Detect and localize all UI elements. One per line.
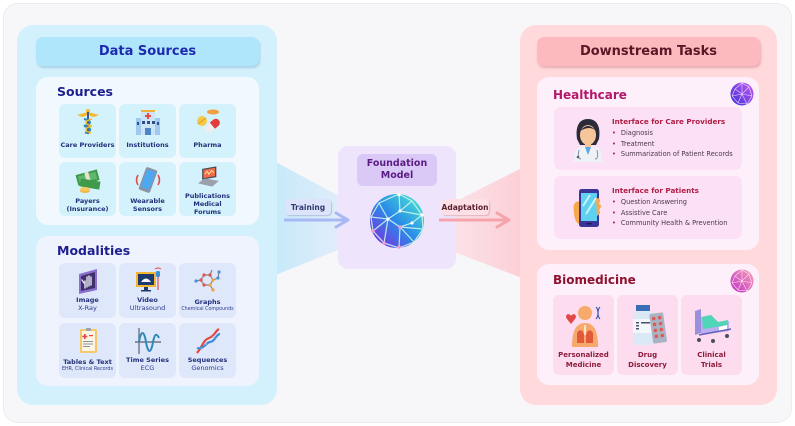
modality-sublabel: Genomics xyxy=(191,364,224,372)
network-globe-icon xyxy=(370,193,424,249)
source-sublabel: Sensors xyxy=(132,205,163,213)
source-label: Publications xyxy=(184,192,231,200)
modality-label: Graphs xyxy=(194,298,221,306)
biomedicine-label: Personalized Medicine xyxy=(558,350,609,370)
data-sources-header: Data Sources xyxy=(36,37,259,66)
source-label: Pharma xyxy=(193,141,222,149)
training-arrow xyxy=(284,211,350,229)
modality-sublabel: Chemical Compounds xyxy=(181,307,234,312)
sources-grid: Care Providers Institutions Pharma xyxy=(59,104,236,216)
source-tile-wearable: Wearable Sensors xyxy=(119,162,176,216)
source-tile-care-providers: Care Providers xyxy=(59,104,116,158)
modality-tile-tables-text: Tables & Text EHR, Clinical Records xyxy=(59,323,116,378)
modality-sublabel: X-Ray xyxy=(78,304,97,312)
modality-label: Sequences xyxy=(187,356,228,364)
sources-box: Sources Care Providers Institutions xyxy=(36,77,259,225)
drug-bottle-icon xyxy=(632,305,667,345)
xray-hand-icon xyxy=(78,269,97,294)
bullet-item: Assistive Care xyxy=(612,208,727,219)
network-globe-icon xyxy=(730,82,754,106)
smartphone-vibrating-icon xyxy=(135,167,160,193)
modality-sublabel: ECG xyxy=(140,364,155,372)
waveform-icon xyxy=(134,328,161,354)
modality-tile-video: Video Ultrasound xyxy=(119,263,176,318)
caduceus-icon xyxy=(76,109,99,134)
interface-title: Interface for Patients xyxy=(612,186,699,195)
doctor-icon xyxy=(573,119,603,162)
source-label: Institutions xyxy=(126,141,169,149)
adaptation-label: Adaptation xyxy=(441,199,489,215)
biomedicine-tile-drug-discovery: Drug Discovery xyxy=(617,295,678,375)
bullet-item: Summarization of Patient Records xyxy=(612,149,733,160)
foundation-model-line2: Model xyxy=(380,170,414,181)
money-icon xyxy=(75,169,101,193)
biomedicine-grid: Personalized Medicine Drug Discovery xyxy=(553,295,742,375)
modality-sublabel: Ultrasound xyxy=(129,304,166,312)
biomedicine-tile-clinical-trials: Clinical Trials xyxy=(681,295,742,375)
source-tile-institutions: Institutions xyxy=(119,104,176,158)
clipboard-icon xyxy=(79,328,97,353)
source-sublabel: (Insurance) xyxy=(66,205,109,213)
pills-icon xyxy=(196,109,220,133)
biomedicine-label: Clinical Trials xyxy=(697,350,726,370)
foundation-model-title: Foundation Model xyxy=(357,154,437,186)
healthcare-box: Healthcare Interface for Care Providers … xyxy=(537,77,759,250)
modalities-box: Modalities Image X-Ray Video Ultrasound xyxy=(36,236,259,386)
source-label: Wearable xyxy=(130,197,165,205)
modality-tile-graphs: Graphs Chemical Compounds xyxy=(179,263,236,318)
modality-label: Image xyxy=(76,296,99,304)
network-globe-icon xyxy=(730,269,754,293)
modality-tile-sequences: Sequences Genomics xyxy=(179,323,236,378)
sources-title: Sources xyxy=(57,84,113,99)
laptop-icon xyxy=(197,166,219,187)
biomedicine-box: Biomedicine Personalized Medicine xyxy=(537,264,759,385)
phone-in-hand-icon xyxy=(573,189,601,227)
bullet-item: Question Answering xyxy=(612,197,727,208)
modality-sublabel: EHR, Clinical Records xyxy=(62,367,113,372)
care-providers-interface-card: Interface for Care Providers Diagnosis T… xyxy=(554,107,742,170)
source-label: Payers xyxy=(75,197,100,205)
bullet-item: Treatment xyxy=(612,139,733,150)
modality-tile-time-series: Time Series ECG xyxy=(119,323,176,378)
modality-label: Tables & Text xyxy=(63,358,112,366)
bullet-item: Diagnosis xyxy=(612,128,733,139)
biomedicine-label-line1: Personalized xyxy=(558,351,609,359)
source-tile-payers: Payers (Insurance) xyxy=(59,162,116,216)
hospital-bed-icon xyxy=(694,309,731,343)
biomedicine-label: Drug Discovery xyxy=(628,350,667,370)
interface-bullets: Diagnosis Treatment Summarization of Pat… xyxy=(612,128,733,160)
personalized-medicine-icon xyxy=(565,306,600,347)
biomedicine-label-line1: Clinical xyxy=(697,351,726,359)
biomedicine-label-line2: Discovery xyxy=(628,361,667,369)
hospital-icon xyxy=(135,110,160,135)
ultrasound-monitor-icon xyxy=(135,267,161,292)
source-tile-pharma: Pharma xyxy=(179,104,236,158)
biomedicine-label-line1: Drug xyxy=(637,351,658,359)
dna-icon xyxy=(195,328,220,354)
modality-label: Video xyxy=(137,296,158,304)
biomedicine-label-line2: Trials xyxy=(700,361,723,369)
patients-interface-card: Interface for Patients Question Answerin… xyxy=(554,176,742,239)
foundation-model-line1: Foundation xyxy=(366,158,428,169)
source-label: Care Providers xyxy=(60,141,115,149)
downstream-tasks-header: Downstream Tasks xyxy=(537,37,760,66)
modality-tile-image: Image X-Ray xyxy=(59,263,116,318)
source-tile-publications: Publications Medical Forums xyxy=(179,162,236,216)
molecule-graph-icon xyxy=(193,269,221,292)
biomedicine-tile-personalized-medicine: Personalized Medicine xyxy=(553,295,614,375)
bullet-item: Community Health & Prevention xyxy=(612,218,728,229)
source-sublabel: Medical Forums xyxy=(193,200,222,216)
biomedicine-label-line2: Medicine xyxy=(565,361,602,369)
interface-bullets: Question Answering Assistive Care Commun… xyxy=(612,197,728,229)
training-label: Training xyxy=(285,199,331,215)
healthcare-title: Healthcare xyxy=(553,88,627,102)
modalities-title: Modalities xyxy=(57,243,131,258)
modalities-grid: Image X-Ray Video Ultrasound Graphs Chem… xyxy=(59,263,236,378)
interface-title: Interface for Care Providers xyxy=(612,117,726,126)
biomedicine-title: Biomedicine xyxy=(553,273,636,287)
adaptation-arrow xyxy=(439,211,511,229)
modality-label: Time Series xyxy=(126,356,169,364)
